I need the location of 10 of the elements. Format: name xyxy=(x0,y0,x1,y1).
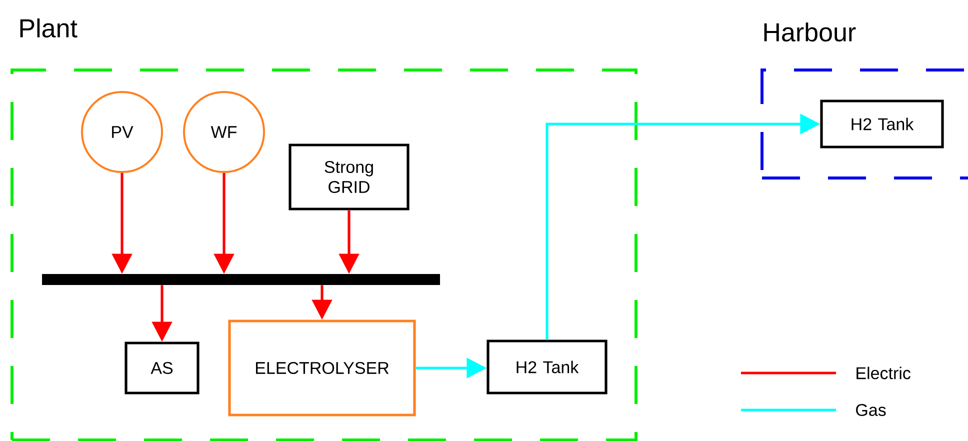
legend-text: Gas xyxy=(856,404,886,416)
tank-box: H2 Tank xyxy=(486,340,608,394)
grid-box: Strong GRID xyxy=(288,144,410,210)
busbar xyxy=(42,274,440,285)
area-title: Plant xyxy=(20,18,78,38)
legend-text: Electric xyxy=(856,366,910,380)
tank-box: H2 Tank xyxy=(820,100,944,148)
electrolyser-box: ELECTROLYSER xyxy=(228,320,416,416)
load-box: AS xyxy=(124,342,200,394)
area-title: Harbour xyxy=(764,22,856,42)
